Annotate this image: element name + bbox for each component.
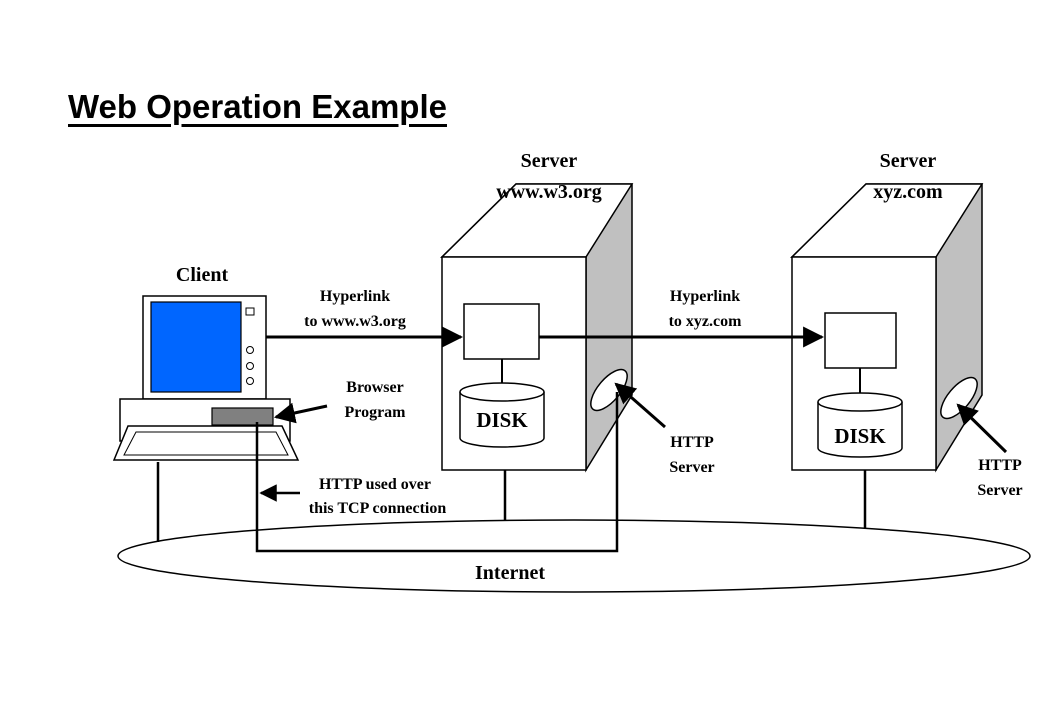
http-server-pointer-2 [956,403,1008,454]
server2-app-box [824,312,897,369]
server-tower-1 [440,183,634,473]
http-tcp-line1: HTTP used over [318,476,431,493]
hyperlink2-line2: to xyz.com [668,313,742,330]
browser-label-line2: Program [344,404,406,421]
server2-disk [817,392,903,458]
server1-disk-label: DISK [476,408,528,432]
hyperlink1-line1: Hyperlink [319,288,391,305]
http-server2-line2: Server [977,482,1023,499]
hyperlink1-line2: to www.w3.org [304,313,406,330]
browser-program-box [211,407,274,426]
http-tcp-line2: this TCP connection [308,500,447,517]
browser-pointer-arrow [273,402,328,424]
client-computer [112,295,300,461]
server1-label-line1: Server [520,150,578,172]
browser-label-line1: Browser [346,379,404,396]
server2-disk-label: DISK [834,424,886,448]
server1-label-line2: www.w3.org [496,181,602,203]
internet-label: Internet [475,562,545,584]
server1-app-box [463,303,540,360]
http-server1-line1: HTTP [670,434,714,451]
page-title: Web Operation Example [68,88,447,125]
tcp-connection-loop [255,392,619,553]
server-tower-2 [790,183,984,473]
client-label: Client [175,264,229,286]
hyperlink2-line1: Hyperlink [669,288,741,305]
internet-cloud [117,519,1031,593]
http-server1-line2: Server [669,459,715,476]
client-screen [150,301,242,393]
http-server-pointer-1 [614,382,666,429]
server2-label-line2: xyz.com [873,181,943,203]
server1-disk [459,382,545,448]
server2-label-line1: Server [879,150,937,172]
http-server2-line1: HTTP [978,457,1022,474]
